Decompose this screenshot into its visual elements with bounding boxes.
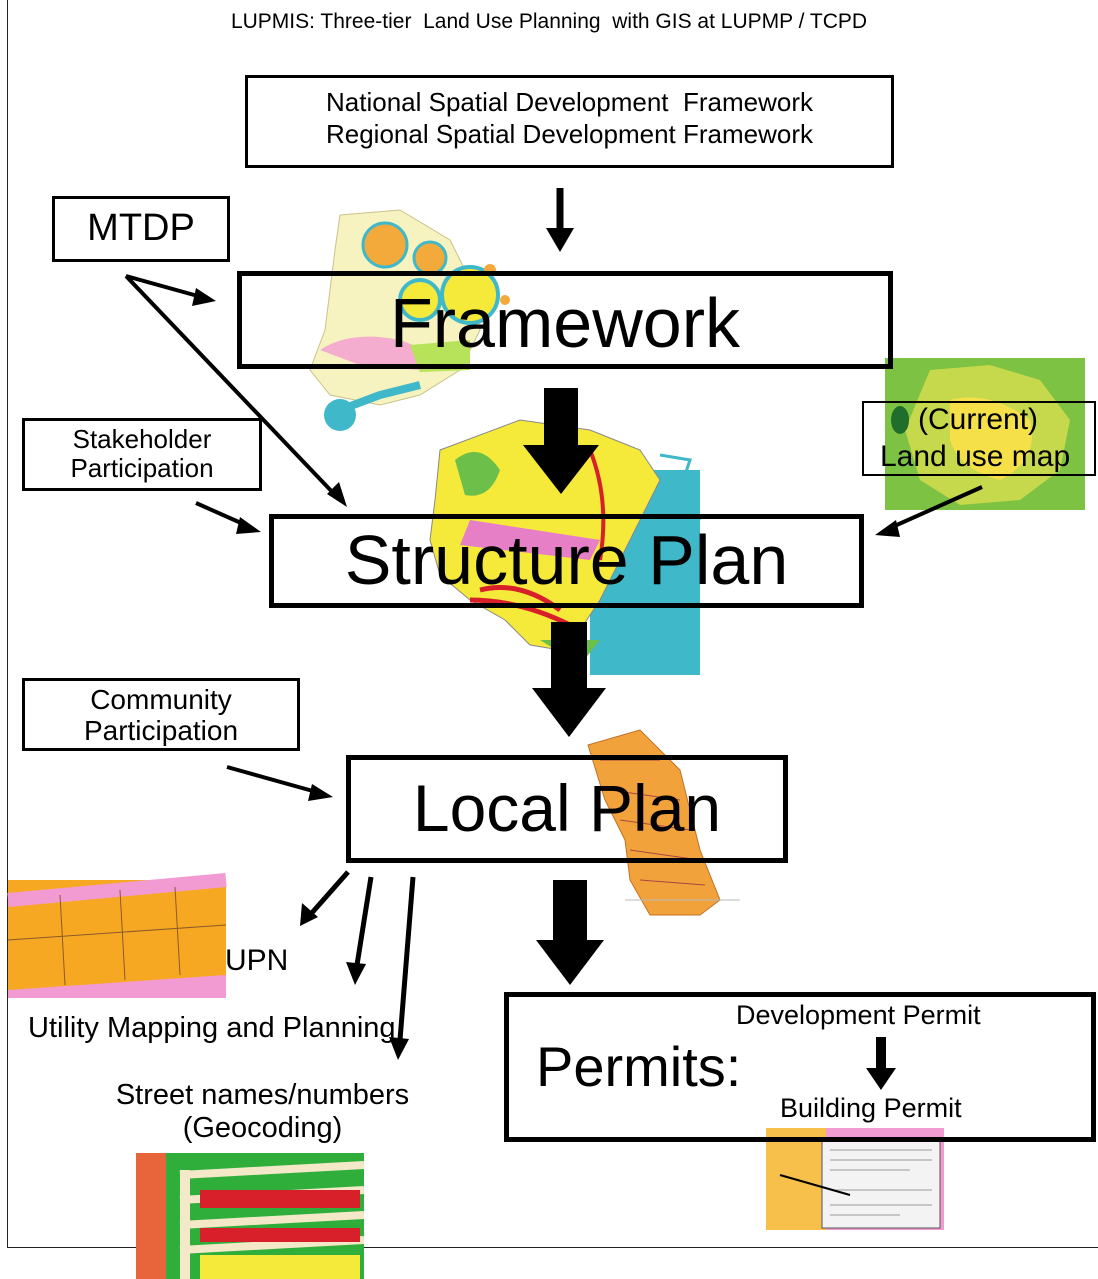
landuse-label-line2: Land use map: [880, 440, 1071, 473]
framework-tier-box: [237, 271, 893, 369]
community-box: [22, 678, 300, 751]
stakeholder-box: [22, 418, 262, 491]
building-permit-label: Building Permit: [780, 1093, 962, 1123]
street-names-label-line1: Street names/numbers: [115, 1079, 410, 1111]
permits-label: Permits:: [536, 1035, 742, 1098]
development-permit-label: Development Permit: [736, 1000, 981, 1030]
permits-box: [504, 992, 1096, 1142]
utility-mapping-label: Utility Mapping and Planning: [28, 1012, 396, 1044]
framework-map-image: [309, 209, 510, 431]
local-plan-tier-box: [346, 755, 788, 863]
structure-plan-tier-label: Structure Plan: [344, 521, 789, 599]
mtdp-box: [52, 196, 230, 262]
landuse-map-image: [885, 358, 1085, 510]
frame-left-border: [7, 0, 8, 1248]
landuse-label-line1: (Current): [918, 403, 1039, 436]
upn-label: UPN: [225, 944, 289, 977]
diagram-title: LUPMIS: Three-tier Land Use Planning wit…: [230, 10, 868, 33]
frameworks-box: [245, 75, 894, 168]
flow-arrows: [124, 188, 983, 1090]
community-label-line2: Participation: [83, 715, 239, 746]
frame-bottom-border: [7, 1247, 1098, 1248]
national-framework-label: National Spatial Development Framework: [326, 87, 813, 117]
street-names-label-line2: (Geocoding): [182, 1112, 343, 1144]
structure-plan-tier-box: [269, 514, 864, 608]
stakeholder-label-line1: Stakeholder: [72, 424, 212, 454]
parcel-map-image: [7, 873, 227, 998]
permit-document-image: [766, 1128, 944, 1230]
framework-tier-label: Framework: [389, 284, 741, 362]
stakeholder-label-line2: Participation: [70, 453, 214, 483]
regional-framework-label: Regional Spatial Development Framework: [325, 119, 813, 149]
street-map-image: [136, 1153, 365, 1279]
community-label-line1: Community: [90, 684, 232, 715]
landuse-box: [862, 401, 1096, 476]
local-plan-tier-label: Local Plan: [412, 771, 722, 845]
mtdp-label: MTDP: [87, 207, 195, 249]
